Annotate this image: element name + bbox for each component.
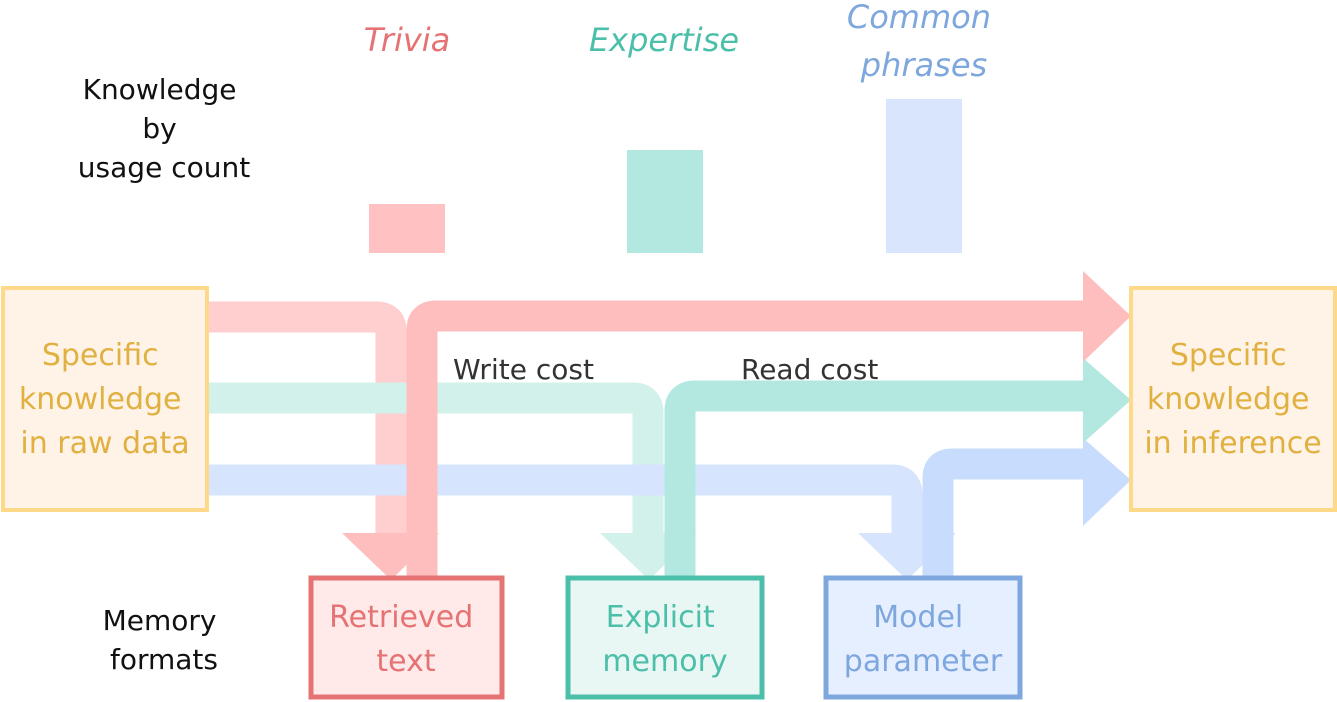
read-flows [406, 271, 1131, 580]
usage-bars [369, 99, 962, 253]
target-box-line-1: Specific [1170, 338, 1287, 373]
memory-box-model-parameter-label: Model parameter [844, 600, 1003, 679]
memory-formats-label-line-2: formats [110, 643, 218, 676]
memory-box-1-line-1: Explicit [606, 600, 715, 635]
memory-box-0-line-2: text [376, 644, 435, 679]
trivia-read-flow [406, 300, 1088, 580]
memory-box-explicit-memory [565, 575, 765, 700]
memory-box-explicit-memory-label: Explicit memory [602, 600, 727, 679]
source-box-line-2: knowledge [19, 382, 182, 417]
memory-box-2-line-2: parameter [844, 644, 1003, 679]
category-title-trivia: Trivia [364, 21, 451, 59]
write-cost-label: Write cost [453, 353, 594, 386]
expertise-read-arrowhead [1083, 358, 1131, 443]
usage-count-label-line-3: usage count [78, 151, 250, 184]
memory-box-1-line-2: memory [602, 644, 727, 679]
target-knowledge-box [1129, 286, 1337, 512]
category-title-common-phrases: Common phrases [847, 0, 1001, 84]
memory-formats-label: Memory formats [103, 604, 226, 676]
memory-box-retrieved-text-label: Retrieved text [329, 600, 483, 679]
memory-formats-label-line-1: Memory [103, 604, 217, 637]
target-box-line-2: knowledge [1147, 382, 1310, 417]
trivia-read-arrowhead [1083, 271, 1131, 362]
category-title-expertise-line-1: Expertise [589, 21, 739, 59]
source-knowledge-box [1, 286, 209, 512]
write-flows [207, 301, 956, 580]
category-title-common-phrases-line-2: phrases [860, 46, 987, 84]
memory-box-retrieved-text [308, 575, 505, 700]
common-read-arrowhead [1083, 438, 1131, 526]
category-title-expertise: Expertise [589, 21, 739, 59]
read-cost-label: Read cost [741, 353, 878, 386]
category-title-trivia-line-1: Trivia [364, 21, 451, 59]
category-title-common-phrases-line-1: Common [847, 0, 991, 36]
common-write-flow [207, 464, 923, 535]
usage-count-label-line-1: Knowledge [83, 73, 237, 106]
expertise-read-flow [664, 380, 1088, 580]
memory-box-2-line-1: Model [873, 600, 963, 635]
common-read-flow [922, 448, 1088, 580]
usage-count-label: Knowledge by usage count [78, 73, 250, 184]
usage-bar-expertise [627, 150, 703, 253]
target-box-line-3: in inference [1144, 426, 1321, 461]
usage-count-label-line-2: by [142, 112, 176, 145]
usage-bar-trivia [369, 204, 445, 253]
source-knowledge-box-text: Specific knowledge in raw data [19, 338, 191, 461]
source-box-line-1: Specific [42, 338, 159, 373]
expertise-write-flow [207, 382, 664, 535]
trivia-write-flow [207, 301, 407, 535]
memory-box-0-line-1: Retrieved [329, 600, 473, 635]
target-knowledge-box-text: Specific knowledge in inference [1144, 338, 1321, 461]
memory-box-model-parameter [823, 575, 1023, 700]
usage-bar-common-phrases [886, 99, 962, 253]
source-box-line-3: in raw data [20, 426, 189, 461]
